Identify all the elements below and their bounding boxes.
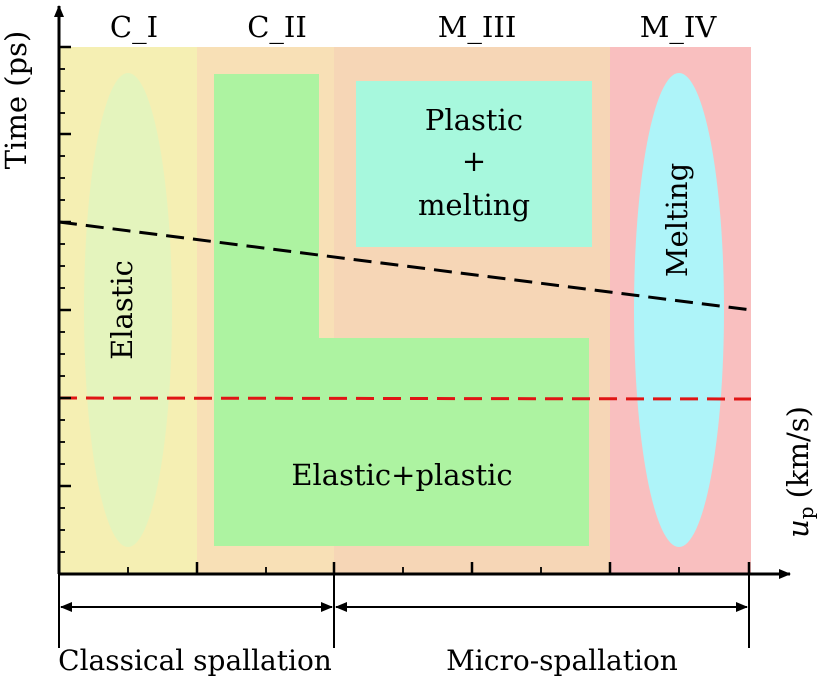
micro-spallation-label: Micro-spallation bbox=[446, 644, 678, 677]
elastic-label: Elastic bbox=[105, 260, 139, 360]
y-axis-title: Time (ps) bbox=[0, 31, 33, 170]
plastic-melting-label-line3: melting bbox=[418, 188, 530, 222]
black-dashed-line bbox=[58, 220, 752, 312]
regime-title-c2: C_II bbox=[247, 10, 307, 45]
elastic-zone bbox=[84, 73, 172, 547]
regime-title-m4: M_IV bbox=[640, 10, 718, 45]
regime-title-c1: C_I bbox=[110, 10, 158, 45]
x-axis-title-subscript: p bbox=[794, 506, 818, 519]
svg-text:up(km/s): up (km/s) bbox=[781, 406, 818, 538]
x-axis-title: up (km/s) bbox=[781, 406, 818, 538]
melting-zone bbox=[634, 73, 724, 547]
x-axis-title-symbol: u bbox=[781, 519, 815, 538]
regime-title-m3: M_III bbox=[438, 10, 517, 45]
x-axis-ticks bbox=[127, 562, 751, 574]
elastic-plastic-zone bbox=[214, 74, 589, 546]
x-axis-title-units: (km/s) bbox=[781, 406, 815, 498]
melting-label: Melting bbox=[660, 163, 694, 277]
classical-spallation-label: Classical spallation bbox=[58, 644, 332, 677]
elastic-plastic-label: Elastic+plastic bbox=[291, 458, 512, 492]
red-dashed-line bbox=[58, 396, 752, 401]
y-axis-ticks bbox=[59, 45, 71, 553]
plastic-melting-label-line2: + bbox=[462, 144, 486, 178]
plastic-melting-zone bbox=[356, 81, 592, 247]
plastic-melting-label-line1: Plastic bbox=[425, 103, 523, 137]
